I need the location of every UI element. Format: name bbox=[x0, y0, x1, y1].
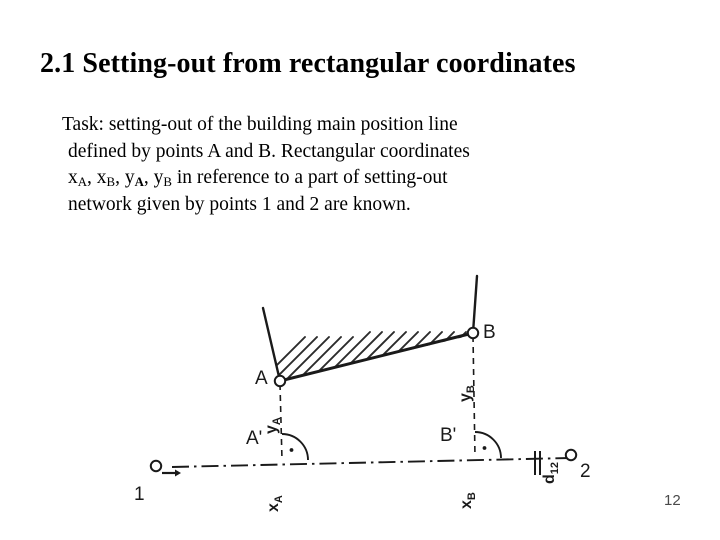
d12-sub: 12 bbox=[549, 462, 561, 474]
ordinate-ya-label: yA bbox=[263, 417, 283, 434]
xa-sub: A bbox=[273, 495, 285, 503]
baseline-tick-marks bbox=[534, 451, 541, 475]
body-line-1: Task: setting-out of the building main p… bbox=[62, 114, 458, 135]
sub-x-b: B bbox=[106, 175, 116, 190]
building-right-wall bbox=[471, 274, 479, 335]
page-title: 2.1 Setting-out from rectangular coordin… bbox=[40, 47, 576, 79]
svg-text:xA: xA bbox=[265, 495, 285, 512]
point-a-label: A bbox=[255, 368, 268, 389]
main-position-line-ab bbox=[278, 331, 475, 383]
right-angle-dot-a bbox=[289, 448, 294, 452]
sep-1: , bbox=[87, 167, 97, 188]
svg-text:yA: yA bbox=[263, 417, 283, 434]
ya-var: y bbox=[263, 425, 280, 434]
setting-out-diagram: 1 2 d12 A A' yA bbox=[130, 262, 600, 522]
svg-text:d12: d12 bbox=[541, 462, 561, 484]
right-angle-marker-a bbox=[281, 433, 309, 461]
station-1-marker bbox=[149, 459, 181, 477]
station-1-label: 1 bbox=[134, 484, 145, 505]
var-y-b: y bbox=[153, 167, 164, 188]
ordinate-line-b bbox=[472, 335, 476, 458]
building-hatching bbox=[262, 331, 481, 381]
xb-var: x bbox=[458, 500, 475, 509]
distance-d12-label: d12 bbox=[541, 462, 561, 484]
sub-x-a: A bbox=[77, 175, 88, 190]
abscissa-xa-label: xA bbox=[265, 495, 285, 512]
svg-text:yB: yB bbox=[457, 385, 477, 402]
body-line-3-tail: in reference to a part of setting-out bbox=[172, 167, 448, 188]
var-x-b: x bbox=[96, 167, 107, 188]
station-2-marker bbox=[564, 448, 578, 462]
xa-var: x bbox=[265, 503, 282, 512]
body-paragraph: Task: setting-out of the building main p… bbox=[62, 112, 559, 218]
sub-y-a: A bbox=[134, 175, 144, 190]
body-line-2: defined by points A and B. Rectangular c… bbox=[68, 140, 470, 162]
point-b-label: B bbox=[483, 322, 496, 343]
svg-text:xB: xB bbox=[458, 492, 478, 509]
body-line-3: xA, xB, yA, yB in reference to a part of… bbox=[68, 165, 559, 192]
sep-2: , bbox=[115, 167, 125, 188]
abscissa-xb-label: xB bbox=[458, 492, 478, 509]
point-b-marker bbox=[466, 326, 480, 340]
setting-out-baseline bbox=[171, 457, 571, 468]
yb-var: y bbox=[457, 393, 474, 402]
point-a-marker bbox=[273, 374, 287, 388]
ya-sub: A bbox=[271, 417, 283, 425]
right-angle-dot-b bbox=[482, 446, 487, 450]
building-left-wall bbox=[261, 306, 282, 383]
yb-sub: B bbox=[465, 385, 477, 393]
ordinate-yb-label: yB bbox=[457, 385, 477, 402]
point-a-prime-label: A' bbox=[246, 428, 262, 449]
body-line-4: network given by points 1 and 2 are know… bbox=[68, 193, 411, 215]
station-2-label: 2 bbox=[580, 461, 591, 482]
var-x-a: x bbox=[68, 167, 78, 188]
right-angle-marker-b bbox=[474, 431, 502, 459]
var-y-a: y bbox=[124, 167, 135, 188]
point-b-prime-label: B' bbox=[440, 425, 456, 446]
sep-3: , bbox=[143, 167, 154, 188]
building-outline bbox=[261, 274, 481, 383]
d12-var: d bbox=[541, 474, 558, 484]
sub-y-b: B bbox=[163, 175, 172, 190]
ordinate-line-a bbox=[279, 383, 283, 461]
page-number: 12 bbox=[664, 492, 681, 509]
xb-sub: B bbox=[466, 492, 478, 500]
